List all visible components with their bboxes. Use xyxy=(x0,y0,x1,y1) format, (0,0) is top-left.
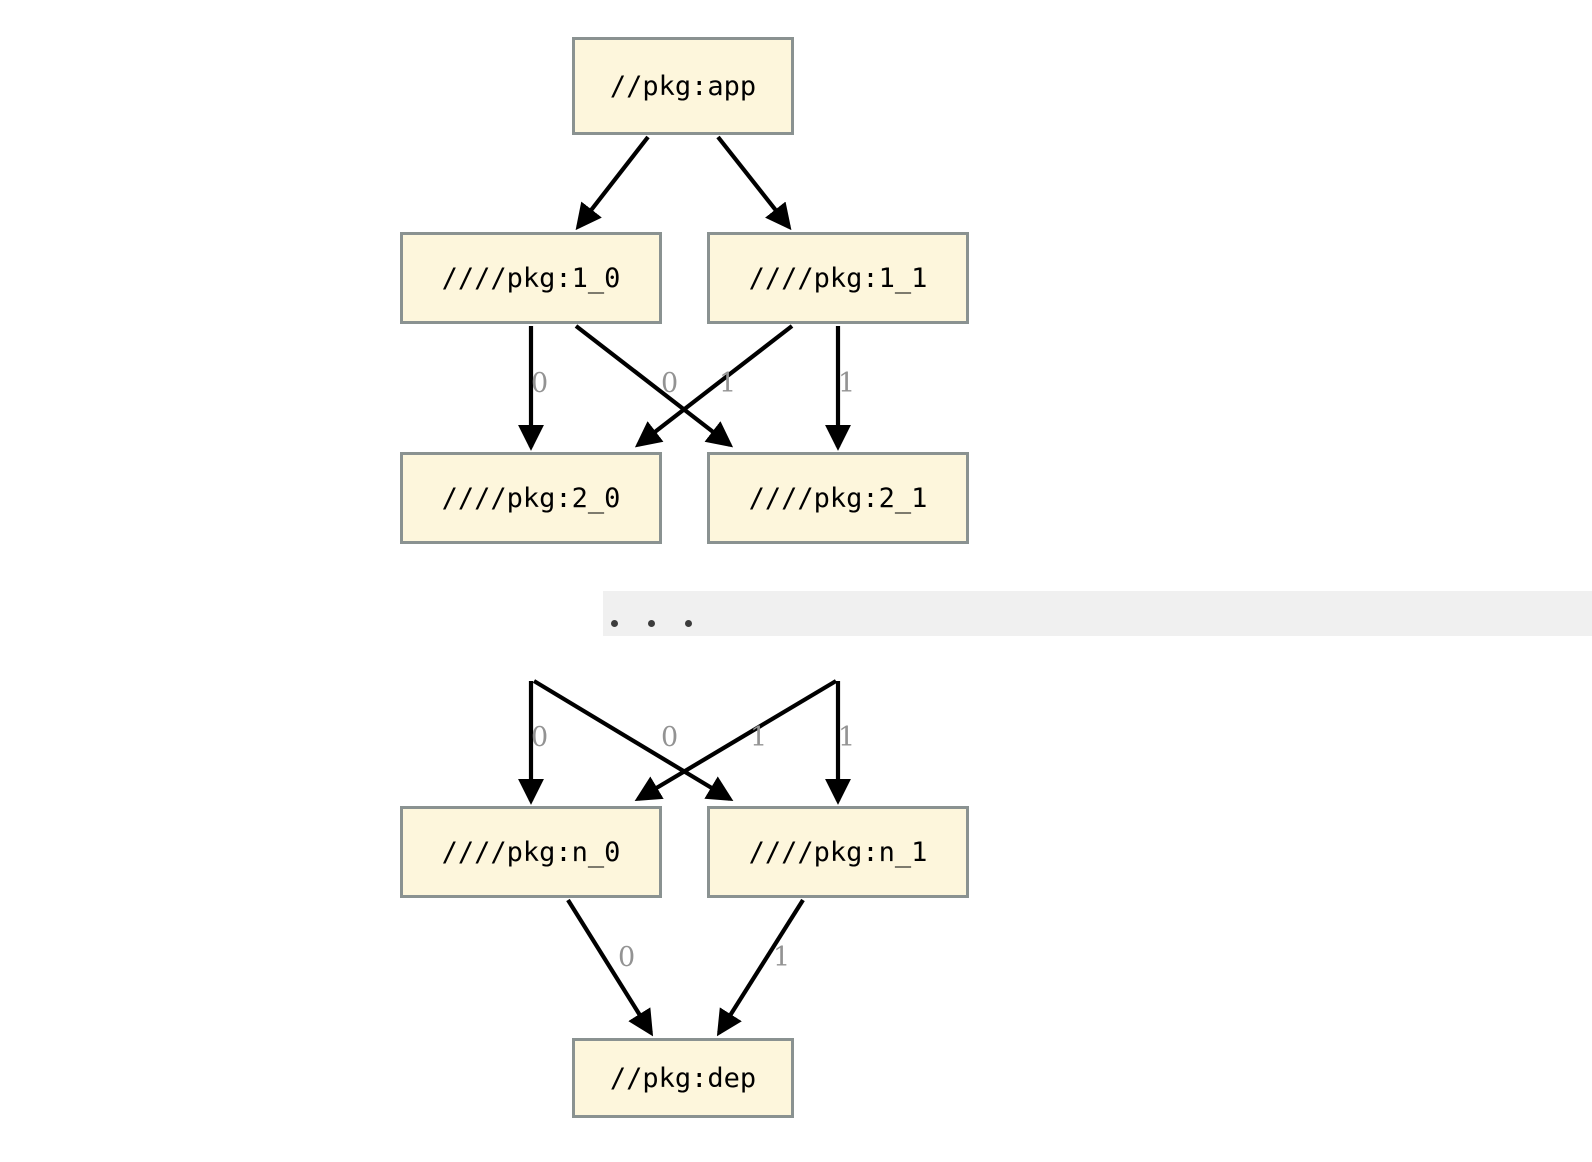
elided-section-band xyxy=(603,591,1592,636)
node-label: ////pkg:n_0 xyxy=(441,836,621,868)
node-label: ////pkg:2_0 xyxy=(441,482,621,514)
edge-label: 1 xyxy=(773,942,791,973)
edge-label: 0 xyxy=(531,722,549,753)
edge-label: 1 xyxy=(838,368,856,399)
node-label: ////pkg:1_1 xyxy=(748,262,928,294)
node-dep[interactable]: //pkg:dep xyxy=(572,1038,794,1118)
edge-label: 1 xyxy=(838,722,856,753)
edge-app-to-1_0 xyxy=(575,135,650,231)
edge-n_1-to-dep xyxy=(716,898,805,1037)
edge-label: 0 xyxy=(618,942,636,973)
node-pkg-1_0[interactable]: ////pkg:1_0 xyxy=(400,232,662,324)
edge-elided-cross-to-n_1 xyxy=(532,679,734,802)
edge-label: 1 xyxy=(750,722,768,753)
node-app[interactable]: //pkg:app xyxy=(572,37,794,135)
node-pkg-n_1[interactable]: ////pkg:n_1 xyxy=(707,806,969,898)
edge-1_0-to-2_1 xyxy=(574,324,734,448)
edge-label: 0 xyxy=(661,368,679,399)
edge-app-to-1_1 xyxy=(716,135,792,231)
node-pkg-1_1[interactable]: ////pkg:1_1 xyxy=(707,232,969,324)
edge-label: 0 xyxy=(531,368,549,399)
ellipsis-dot-icon xyxy=(611,620,618,627)
edge-label: 0 xyxy=(661,722,679,753)
node-label: //pkg:app xyxy=(609,70,757,102)
node-label: ////pkg:n_1 xyxy=(748,836,928,868)
ellipsis-dot-icon xyxy=(685,620,692,627)
node-label: ////pkg:2_1 xyxy=(748,482,928,514)
node-label: //pkg:dep xyxy=(609,1062,757,1094)
ellipsis-dot-icon xyxy=(648,620,655,627)
node-label: ////pkg:1_0 xyxy=(441,262,621,294)
node-pkg-n_0[interactable]: ////pkg:n_0 xyxy=(400,806,662,898)
node-pkg-2_0[interactable]: ////pkg:2_0 xyxy=(400,452,662,544)
node-pkg-2_1[interactable]: ////pkg:2_1 xyxy=(707,452,969,544)
edge-n_0-to-dep xyxy=(566,898,654,1037)
edge-label: 1 xyxy=(719,368,737,399)
